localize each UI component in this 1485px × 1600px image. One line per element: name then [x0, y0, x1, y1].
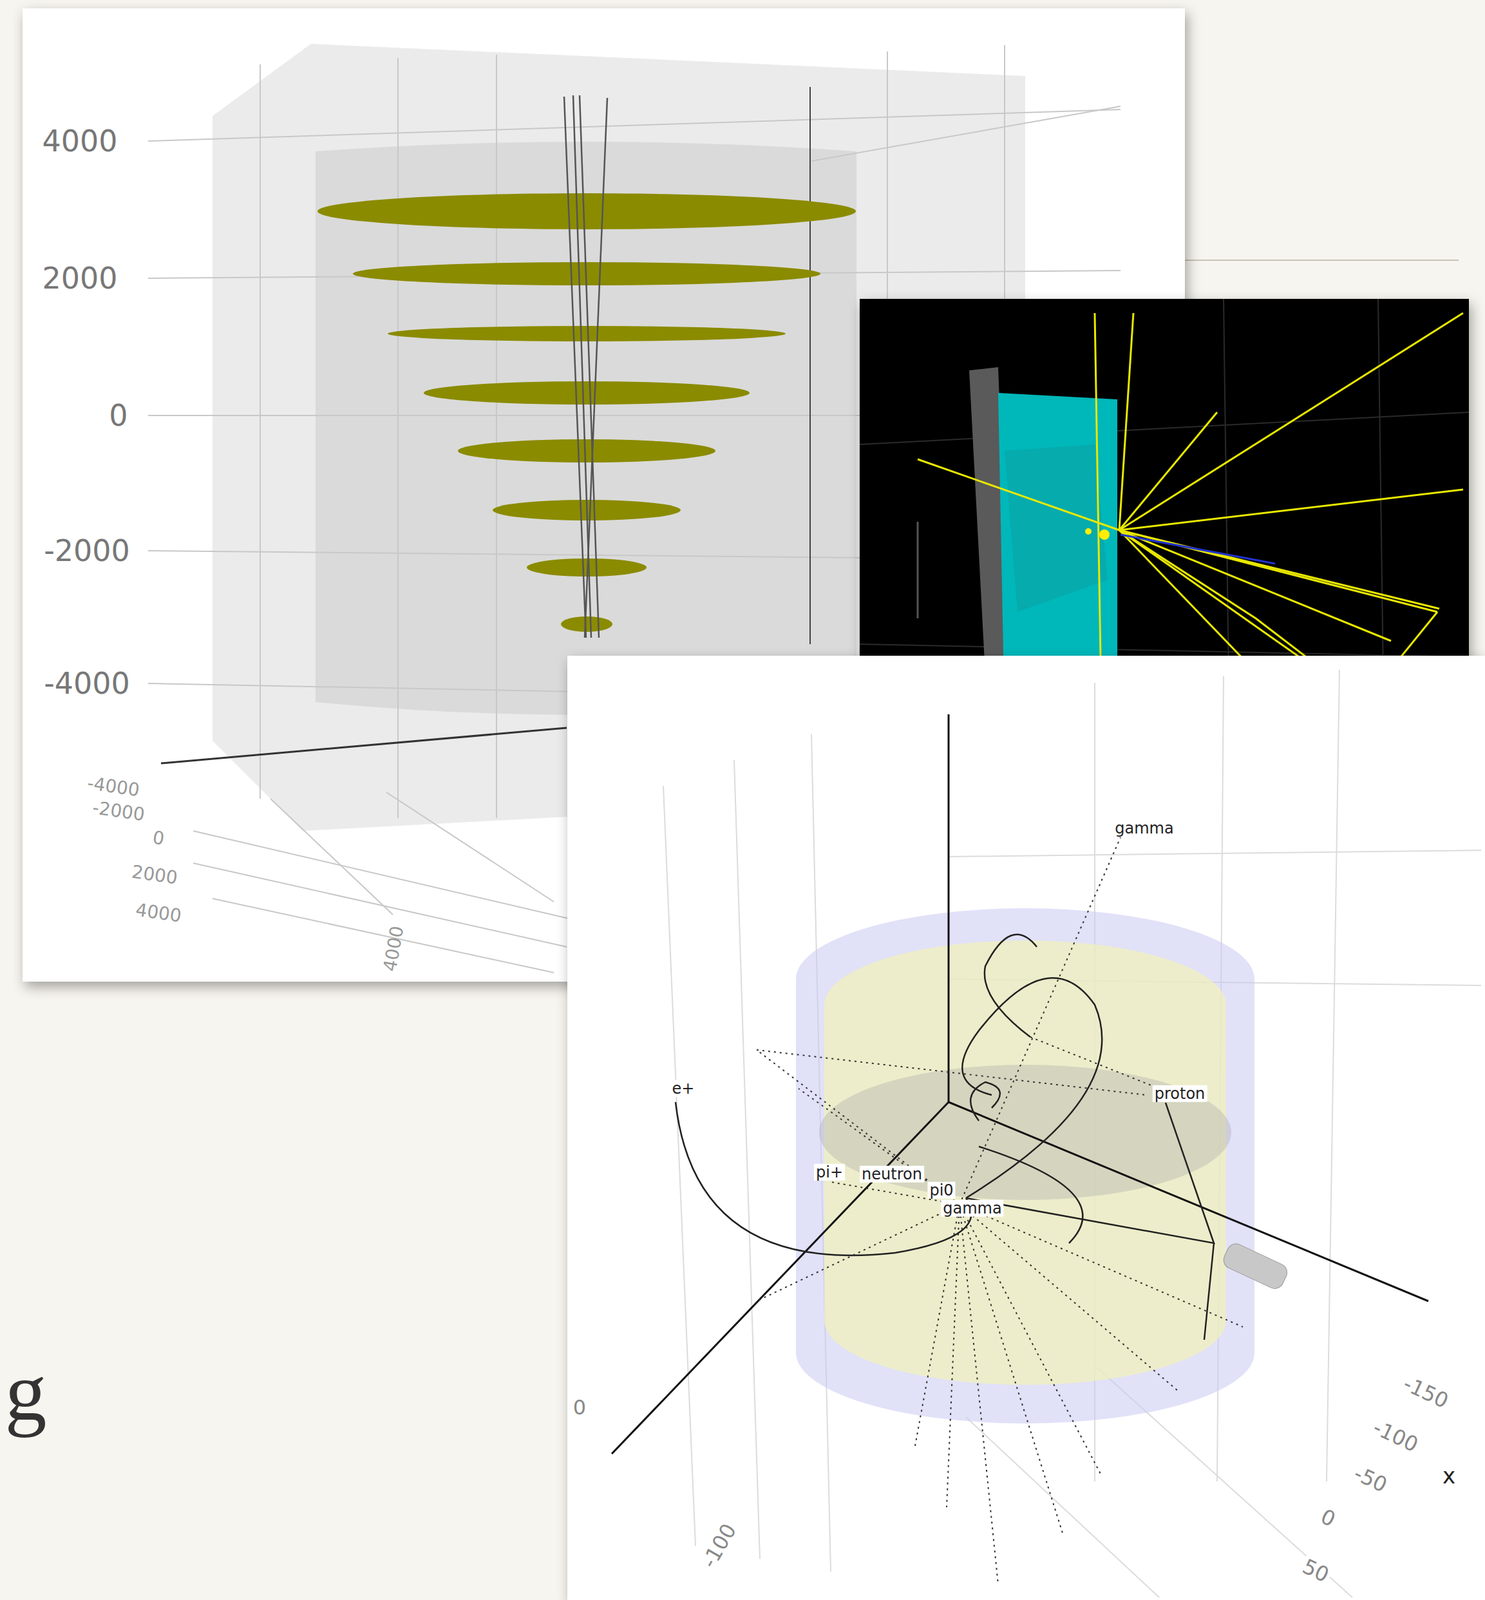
particle-label: proton — [1152, 1085, 1208, 1102]
axis-tick: -2000 — [41, 534, 133, 568]
particle-label: gamma — [1112, 819, 1176, 837]
axis-title: x — [1440, 1463, 1458, 1488]
particle-label: neutron — [859, 1165, 925, 1183]
axis-tick: 0 — [106, 399, 130, 433]
axis-tick: 0 — [149, 827, 168, 850]
axis-tick: 2000 — [39, 262, 120, 295]
particle-label: pi+ — [813, 1163, 845, 1181]
particle-label: gamma — [940, 1199, 1004, 1217]
geant-plot-3 — [567, 655, 1485, 1600]
axis-tick: 4000 — [39, 124, 120, 158]
axis-tick: -4000 — [41, 667, 133, 700]
slide-text: g — [3, 1345, 49, 1438]
particle-label: pi0 — [927, 1181, 956, 1199]
particle-label: e+ — [670, 1079, 697, 1097]
axis-tick: 0 — [571, 1396, 588, 1419]
